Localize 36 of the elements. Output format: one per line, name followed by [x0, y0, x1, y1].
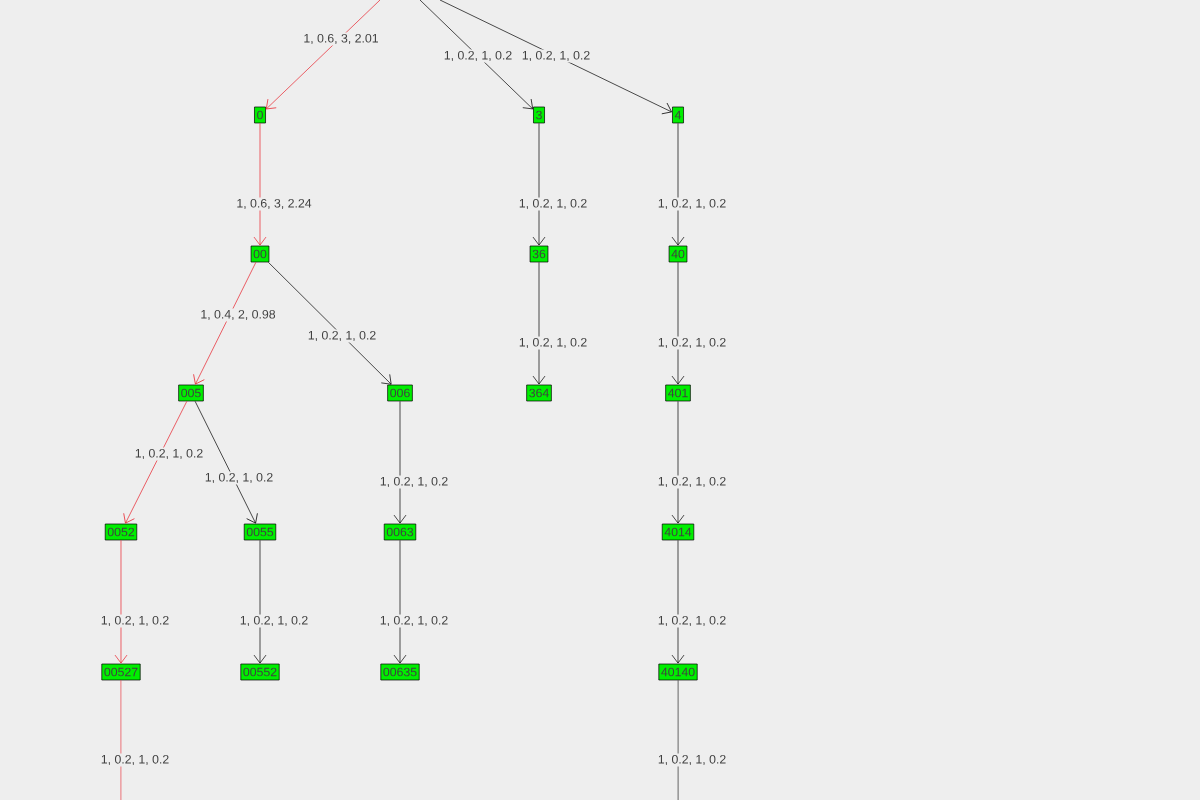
node-box: 4014	[661, 523, 695, 541]
node-box: 4	[672, 106, 684, 124]
arrow	[193, 262, 257, 385]
arrow	[114, 540, 128, 664]
node-box: 0	[254, 106, 266, 124]
arrow	[194, 401, 258, 524]
arrow	[265, 0, 381, 110]
arrow	[419, 0, 534, 110]
arrow	[393, 401, 407, 524]
arrow	[532, 123, 546, 246]
node-box: 36	[529, 245, 549, 263]
node-box: 00527	[101, 663, 141, 681]
arrow	[253, 540, 267, 664]
node-box: 364	[526, 384, 552, 402]
node-box: 00	[250, 245, 270, 263]
arrow	[671, 540, 685, 664]
arrow	[671, 401, 685, 524]
arrow	[671, 123, 685, 246]
node-box: 005	[178, 384, 204, 402]
arrow	[671, 262, 685, 385]
node-box: 0055	[243, 523, 277, 541]
node-box: 00635	[380, 663, 420, 681]
node-box: 40	[668, 245, 688, 263]
node-box: 40140	[658, 663, 698, 681]
node-box: 0063	[383, 523, 417, 541]
arrow	[123, 401, 188, 524]
arrow	[253, 123, 267, 246]
node-box: 0052	[104, 523, 138, 541]
node-box: 00552	[240, 663, 280, 681]
node-box: 3	[533, 106, 545, 124]
arrow	[439, 0, 672, 115]
arrow	[532, 262, 546, 385]
node-box: 006	[387, 384, 413, 402]
arrow	[268, 262, 392, 385]
node-box: 401	[665, 384, 691, 402]
arrow	[393, 540, 407, 664]
